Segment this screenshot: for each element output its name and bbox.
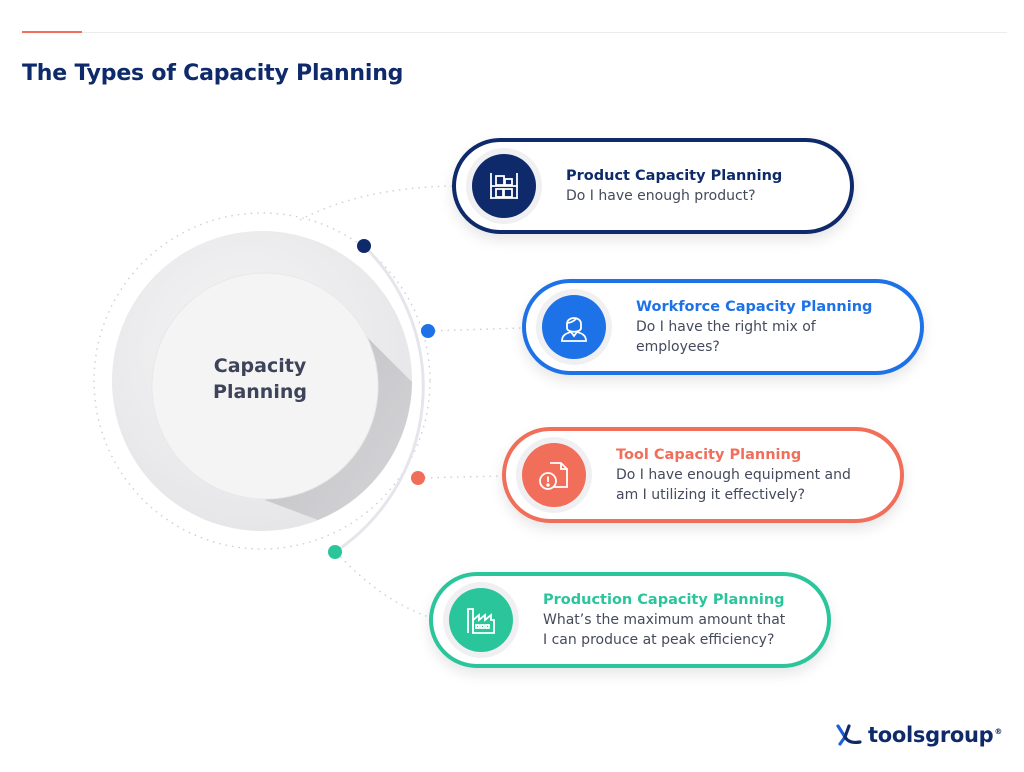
card-production-capacity: Production Capacity Planning What’s the … xyxy=(429,572,831,668)
toolsgroup-logo-icon xyxy=(836,724,862,746)
page-title: The Types of Capacity Planning xyxy=(22,61,404,86)
center-label-line2: Planning xyxy=(213,381,307,403)
person-icon xyxy=(561,317,587,342)
connector-production xyxy=(335,551,430,618)
brand-logo: toolsgroup® xyxy=(836,723,1002,747)
icon-badge xyxy=(542,295,606,359)
card-description-line1: What’s the maximum amount that xyxy=(543,612,786,628)
brand-name-text: toolsgroup xyxy=(868,723,994,747)
card-title: Workforce Capacity Planning xyxy=(636,299,873,315)
title-accent-line xyxy=(22,31,82,33)
card-description-line1: Do I have enough equipment and xyxy=(616,467,851,483)
timeline-arc xyxy=(334,244,425,554)
icon-badge xyxy=(522,443,586,507)
card-title: Production Capacity Planning xyxy=(543,592,785,608)
card-description-line2: employees? xyxy=(636,339,720,355)
icon-badge xyxy=(472,154,536,218)
registered-mark: ® xyxy=(994,727,1003,736)
node-workforce xyxy=(421,324,435,338)
connector-tool xyxy=(417,475,503,479)
card-title: Tool Capacity Planning xyxy=(616,447,802,463)
card-description-line2: am I utilizing it effectively? xyxy=(616,487,806,503)
alert-document-icon xyxy=(539,462,568,490)
card-title: Product Capacity Planning xyxy=(566,168,783,184)
card-workforce-capacity: Workforce Capacity Planning Do I have th… xyxy=(522,279,924,375)
top-divider xyxy=(82,32,1007,33)
connector-product xyxy=(299,185,453,221)
dotted-outer-ring xyxy=(93,212,431,550)
card-description-line1: Do I have the right mix of xyxy=(636,319,816,335)
node-production xyxy=(328,545,342,559)
center-label: Capacity Planning xyxy=(180,353,340,405)
warehouse-shelf-icon xyxy=(490,173,518,199)
node-product xyxy=(357,239,371,253)
factory-icon xyxy=(467,608,495,634)
card-tool-capacity: Tool Capacity Planning Do I have enough … xyxy=(502,427,904,523)
card-description-line1: Do I have enough product? xyxy=(566,188,756,204)
center-label-line1: Capacity xyxy=(213,355,307,377)
card-description-line2: I can produce at peak efficiency? xyxy=(543,632,775,648)
node-tool xyxy=(411,471,425,485)
icon-badge xyxy=(449,588,513,652)
card-product-capacity: Product Capacity Planning Do I have enou… xyxy=(452,138,854,234)
brand-name: toolsgroup® xyxy=(868,723,1002,747)
connector-workforce xyxy=(427,327,523,332)
inner-disc xyxy=(151,272,379,500)
